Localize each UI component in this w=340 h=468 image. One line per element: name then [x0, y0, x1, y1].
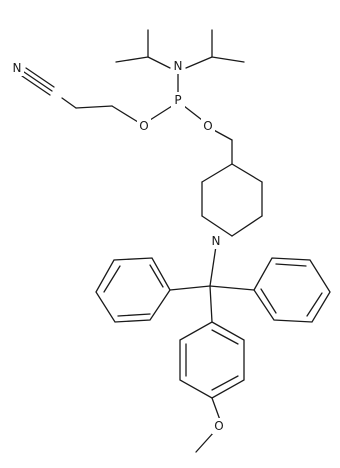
- svg-text:P: P: [174, 93, 181, 107]
- bond-p-o-left: [149, 105, 173, 121]
- isopropyl-left: [115, 29, 171, 69]
- svg-text:N: N: [13, 61, 22, 75]
- bond-n-trityl: [209, 245, 217, 287]
- piperidine-ring: [201, 139, 263, 237]
- atom-ester-oxygen-left: O: [137, 118, 151, 134]
- bond-trityl-down: [209, 285, 213, 323]
- svg-text:O: O: [139, 119, 148, 133]
- cyanoethyl-chain: [21, 67, 139, 123]
- bond-trityl-right: [209, 285, 255, 291]
- phenyl-ring-left: [95, 257, 171, 323]
- methoxyphenyl-ring: [179, 321, 245, 399]
- phenyl-ring-right: [253, 257, 331, 323]
- isopropyl-right: [185, 29, 245, 69]
- atom-nitrile-nitrogen: N: [10, 60, 24, 76]
- svg-text:O: O: [203, 119, 212, 133]
- bond-trityl-left: [169, 285, 211, 291]
- bond-ring-o-methoxy: [211, 397, 221, 421]
- atom-methoxy-oxygen: O: [212, 418, 226, 434]
- svg-text:N: N: [212, 234, 221, 248]
- atom-amine-nitrogen: N: [171, 58, 185, 74]
- svg-text:O: O: [214, 419, 223, 433]
- triple-bond-line-2: [25, 67, 55, 88]
- bond-p-o-right: [183, 105, 203, 121]
- triple-bond-line-1: [23, 71, 53, 92]
- bond-o-methyl: [195, 431, 215, 453]
- svg-text:N: N: [174, 59, 183, 73]
- atom-ester-oxygen-right: O: [201, 118, 215, 134]
- atom-piperidine-nitrogen: N: [209, 233, 223, 249]
- atom-phosphorus: P: [171, 92, 185, 108]
- triple-bond-line-3: [21, 75, 51, 96]
